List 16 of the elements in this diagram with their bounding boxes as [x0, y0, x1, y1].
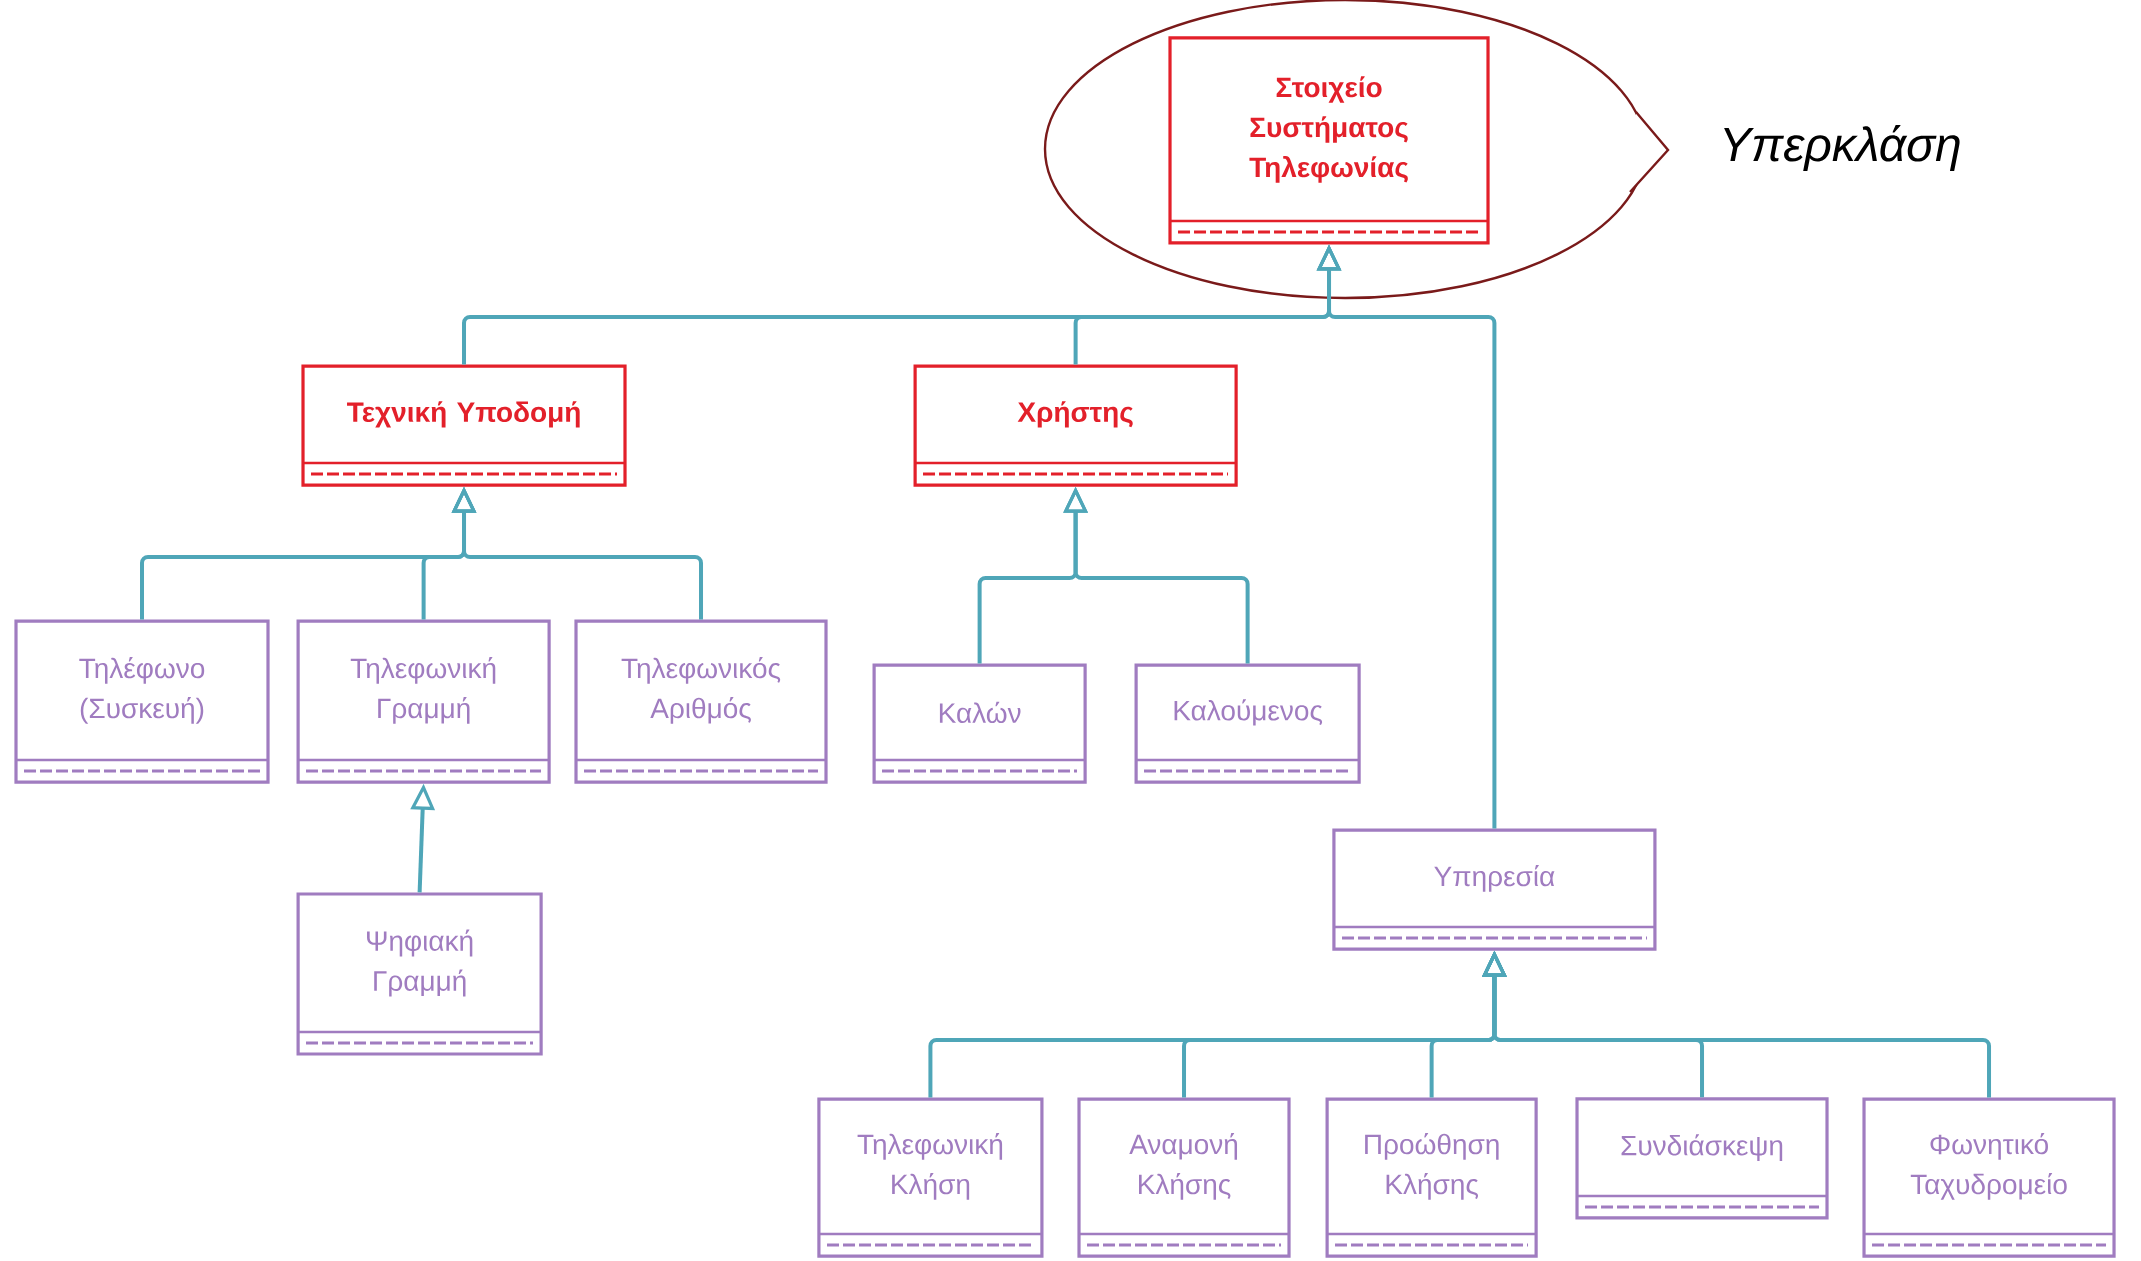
class-box: Χρήστης: [913, 364, 1238, 487]
class-box: Φωνητικό Ταχυδρομείο: [1862, 1097, 2116, 1258]
class-box: Ψηφιακή Γραμμή: [296, 892, 543, 1056]
class-box: Στοιχείο Συστήματος Τηλεφωνίας: [1168, 36, 1490, 245]
class-box: Τηλεφωνική Γραμμή: [296, 619, 551, 784]
class-box: Προώθηση Κλήσης: [1325, 1097, 1538, 1258]
class-box: Αναμονή Κλήσης: [1077, 1097, 1291, 1258]
class-box: Καλούμενος: [1134, 663, 1361, 784]
class-box: Τεχνική Υποδομή: [301, 364, 627, 487]
class-box: Καλών: [872, 663, 1087, 784]
class-box: Τηλέφωνο (Συσκευή): [14, 619, 270, 784]
class-box: Τηλεφωνικός Αριθμός: [574, 619, 828, 784]
node-label: Υπερκλάση: [1724, 124, 1960, 172]
class-box: Συνδιάσκεψη: [1575, 1097, 1829, 1220]
class-box: Τηλεφωνική Κλήση: [817, 1097, 1044, 1258]
class-box: Υπηρεσία: [1332, 828, 1657, 951]
